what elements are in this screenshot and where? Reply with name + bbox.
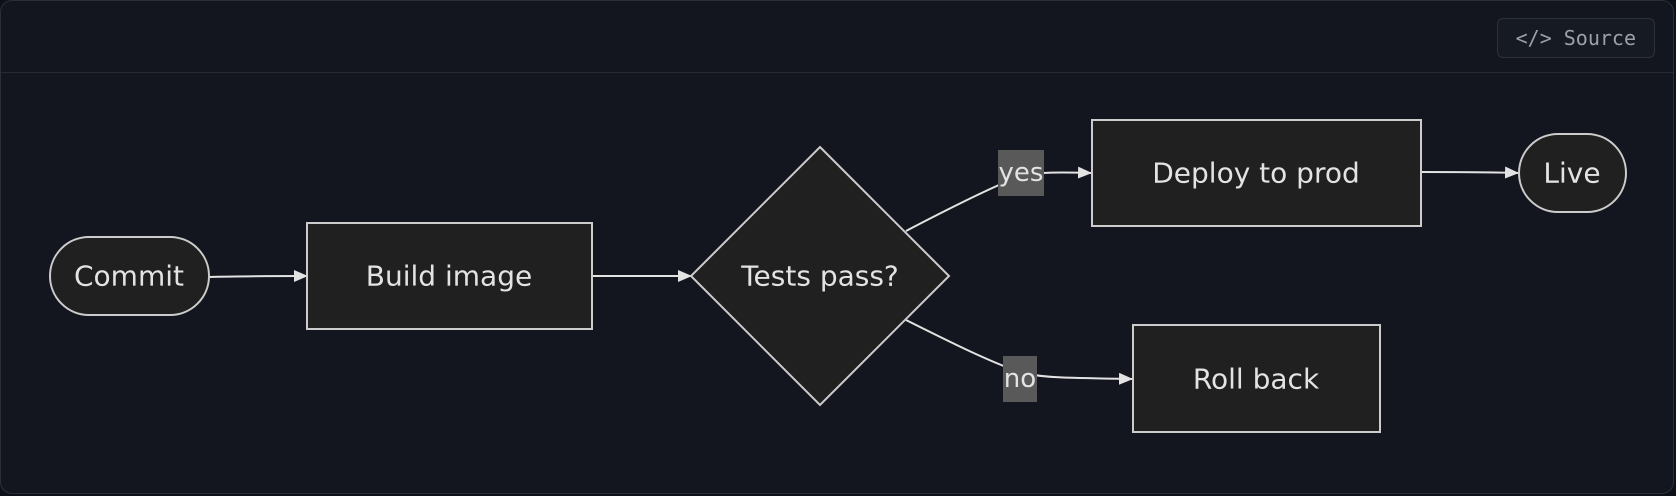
- edge-label-no: no: [1003, 356, 1037, 402]
- node-roll-back[interactable]: Roll back: [1132, 324, 1381, 433]
- source-button[interactable]: </> Source: [1496, 18, 1655, 58]
- edge-label-yes-text: yes: [999, 158, 1044, 188]
- node-deploy-to-prod[interactable]: Deploy to prod: [1091, 119, 1422, 227]
- node-deploy-to-prod-label: Deploy to prod: [1152, 157, 1360, 190]
- node-live[interactable]: Live: [1518, 133, 1627, 213]
- edge-label-yes: yes: [998, 150, 1044, 196]
- node-tests-pass[interactable]: Tests pass?: [689, 145, 951, 407]
- node-tests-pass-label: Tests pass?: [740, 260, 899, 293]
- node-commit[interactable]: Commit: [49, 236, 210, 316]
- node-live-label: Live: [1543, 157, 1600, 190]
- node-roll-back-label: Roll back: [1193, 363, 1320, 396]
- panel-header: </> Source: [1, 1, 1673, 73]
- edge-deploy-live: [1420, 166, 1519, 179]
- node-build-image[interactable]: Build image: [306, 222, 593, 330]
- node-commit-label: Commit: [74, 260, 184, 293]
- edge-commit-build: [208, 270, 308, 283]
- source-button-label: Source: [1563, 26, 1636, 50]
- code-icon: </>: [1515, 26, 1552, 50]
- node-build-image-label: Build image: [366, 260, 532, 293]
- edge-label-no-text: no: [1004, 364, 1036, 394]
